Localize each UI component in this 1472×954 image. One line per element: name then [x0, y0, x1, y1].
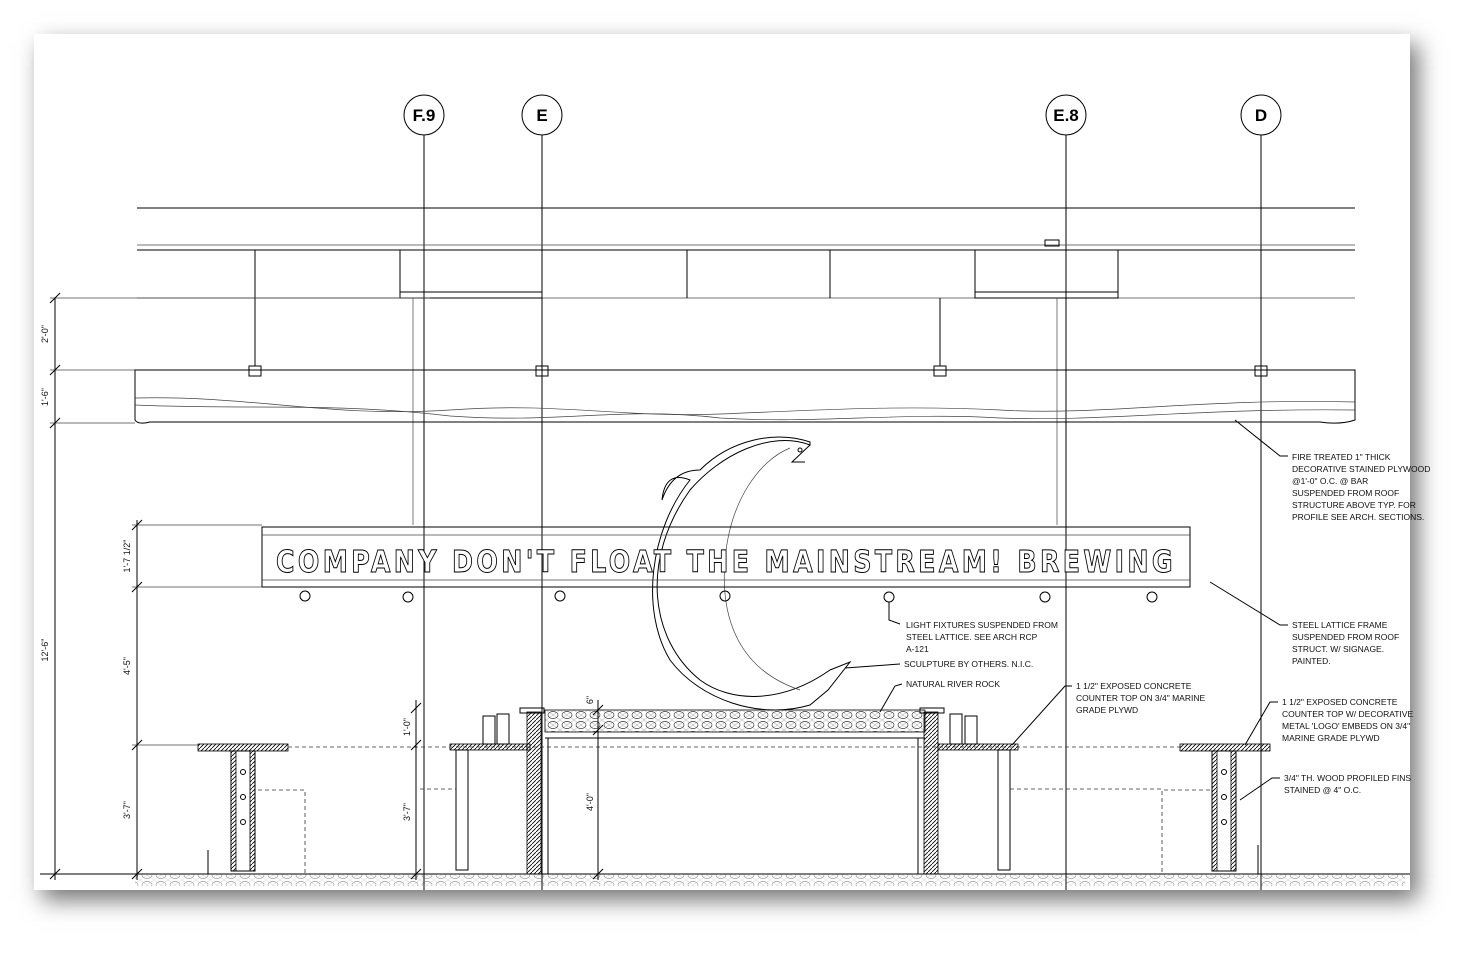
note-lattice: STEEL LATTICE FRAME SUSPENDED FROM ROOF …	[1209, 581, 1402, 666]
steel-lattice-signage: COMPANY DON'T FLOAT THE MAINSTREAM! BREW…	[261, 526, 1191, 603]
svg-text:SCULPTURE BY OTHERS. N.I.C.: SCULPTURE BY OTHERS. N.I.C.	[904, 659, 1033, 669]
svg-text:STEEL LATTICE FRAME SUSP: STEEL LATTICE FRAME SUSPENDED FROM ROOF …	[1292, 620, 1402, 666]
dimension-outer: 2'-0" 1'-6" 12'-6"	[40, 292, 430, 880]
svg-text:1'-7 1/2": 1'-7 1/2"	[122, 540, 132, 573]
svg-text:2'-0": 2'-0"	[40, 325, 50, 343]
dimension-inner: 1'-7 1/2" 4'-5" 3'-7"	[122, 519, 262, 880]
note-rock: NATURAL RIVER ROCK	[879, 679, 1000, 713]
svg-text:NATURAL RIVER ROCK: NATURAL RIVER ROCK	[906, 679, 1000, 689]
center-bar	[449, 707, 1019, 875]
svg-text:LIGHT FIXTURES SUSPENDED FROM: LIGHT FIXTURES SUSPENDED FROM STEEL LATT…	[906, 620, 1060, 654]
fish-sculpture	[652, 436, 852, 711]
svg-text:4'-5": 4'-5"	[122, 657, 132, 675]
svg-text:1'-0": 1'-0"	[402, 718, 412, 736]
svg-text:3/4" TH. WOOD PROFILED FINS: 3/4" TH. WOOD PROFILED FINS STAINED @ 4"…	[1284, 773, 1413, 795]
svg-text:1'-6": 1'-6"	[40, 388, 50, 406]
svg-text:E.8: E.8	[1053, 106, 1079, 125]
grid-line-f9: F.9	[403, 94, 445, 890]
note-lights: LIGHT FIXTURES SUSPENDED FROM STEEL LATT…	[888, 602, 1060, 654]
svg-text:FIRE TREATED 1" THICK DE: FIRE TREATED 1" THICK DECORATIVE STAINED…	[1292, 452, 1433, 522]
svg-text:E: E	[536, 106, 547, 125]
svg-text:1 1/2" EXPOSED CONCRETE: 1 1/2" EXPOSED CONCRETE COUNTER TOP ON 3…	[1076, 681, 1208, 715]
dimension-center: 1'-0" 3'-7" 6" 4'-0"	[402, 696, 604, 880]
roof-structure	[137, 207, 1355, 525]
plywood-canopy	[134, 369, 1356, 424]
note-counter1: 1 1/2" EXPOSED CONCRETE COUNTER TOP ON 3…	[1011, 681, 1208, 746]
svg-text:3'-7": 3'-7"	[402, 803, 412, 821]
note-fins: 3/4" TH. WOOD PROFILED FINS STAINED @ 4"…	[1239, 773, 1413, 801]
svg-text:4'-0": 4'-0"	[585, 793, 595, 811]
svg-text:F.9: F.9	[413, 106, 436, 125]
svg-text:6": 6"	[585, 696, 595, 704]
light-fixtures	[299, 590, 1158, 603]
right-table	[1161, 743, 1271, 874]
svg-text:3'-7": 3'-7"	[122, 801, 132, 819]
grid-line-e8: E.8	[1045, 94, 1087, 890]
svg-text:D: D	[1255, 106, 1267, 125]
grid-line-d: D	[1240, 94, 1282, 890]
note-counter2: 1 1/2" EXPOSED CONCRETE COUNTER TOP W/ D…	[1244, 697, 1416, 746]
svg-text:12'-6": 12'-6"	[40, 639, 50, 662]
left-table	[197, 743, 306, 874]
svg-text:1 1/2" EXPOSED CONCRETE: 1 1/2" EXPOSED CONCRETE COUNTER TOP W/ D…	[1282, 697, 1416, 743]
note-plywood: FIRE TREATED 1" THICK DECORATIVE STAINED…	[1234, 419, 1433, 522]
note-sculpture: SCULPTURE BY OTHERS. N.I.C.	[844, 659, 1033, 669]
floor-slab	[40, 873, 1410, 886]
signage-text: COMPANY DON'T FLOAT THE MAINSTREAM! BREW…	[276, 545, 1176, 580]
